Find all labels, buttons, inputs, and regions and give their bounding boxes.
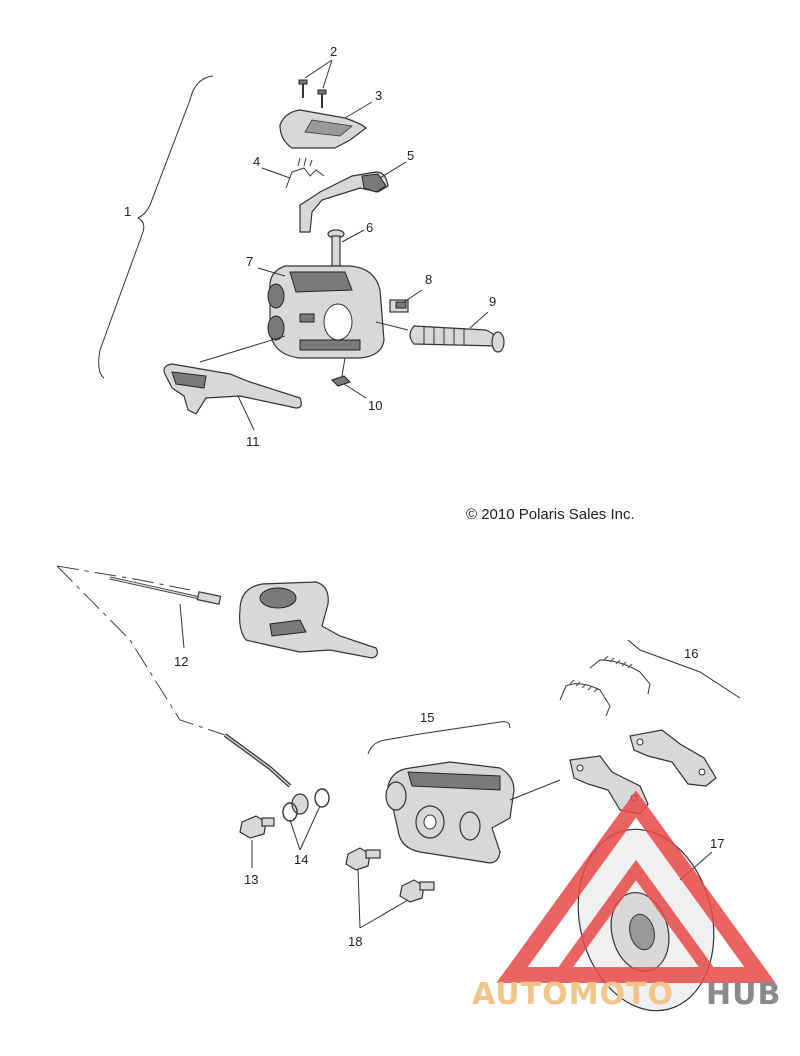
banjo-hose — [223, 733, 309, 815]
callout-10: 10 — [368, 398, 382, 413]
callout-1: 1 — [124, 204, 131, 219]
brake-pad-right — [629, 729, 717, 787]
callout-14: 14 — [294, 852, 308, 867]
callout-16: 16 — [684, 646, 698, 661]
spring-4 — [285, 157, 325, 189]
leader-12-lower — [56, 565, 226, 736]
callout-6: 6 — [366, 220, 373, 235]
callout-17: 17 — [710, 836, 724, 851]
callout-12: 12 — [174, 654, 188, 669]
callout-2: 2 — [330, 44, 337, 59]
housing-7 — [267, 265, 385, 359]
callout-11: 11 — [246, 434, 260, 449]
clip-8 — [389, 299, 409, 313]
pad-springs-16 — [559, 655, 651, 717]
brake-lever-11 — [163, 363, 302, 415]
throttle-9 — [409, 325, 505, 353]
callout-15: 15 — [420, 710, 434, 725]
copyright-text: © 2010 Polaris Sales Inc. — [466, 506, 635, 523]
caliper-15 — [367, 721, 515, 864]
callout-9: 9 — [489, 294, 496, 309]
leader-12-upper — [56, 565, 191, 591]
clip-10 — [331, 375, 351, 387]
callout-4: 4 — [253, 154, 260, 169]
bolt-13 — [239, 815, 275, 839]
bolt-18a — [345, 847, 381, 871]
callout-5: 5 — [407, 148, 414, 163]
pin-6 — [327, 229, 345, 267]
screw-2a — [298, 79, 308, 98]
watermark-text-a: AUTOMOTO — [472, 977, 674, 1012]
callout-7: 7 — [246, 254, 253, 269]
brake-line-12 — [109, 576, 222, 605]
screw-2b — [317, 89, 327, 108]
cover-3 — [279, 109, 367, 149]
bolt-18b — [399, 879, 435, 903]
watermark-text-b: HUB — [706, 977, 781, 1012]
callout-3: 3 — [375, 88, 382, 103]
master-cylinder — [239, 581, 378, 659]
callout-8: 8 — [425, 272, 432, 287]
callout-13: 13 — [244, 872, 258, 887]
automotohub-logo — [496, 790, 776, 983]
bracket-1 — [98, 75, 214, 379]
lever-arm-5 — [299, 171, 389, 233]
callout-18: 18 — [348, 934, 362, 949]
